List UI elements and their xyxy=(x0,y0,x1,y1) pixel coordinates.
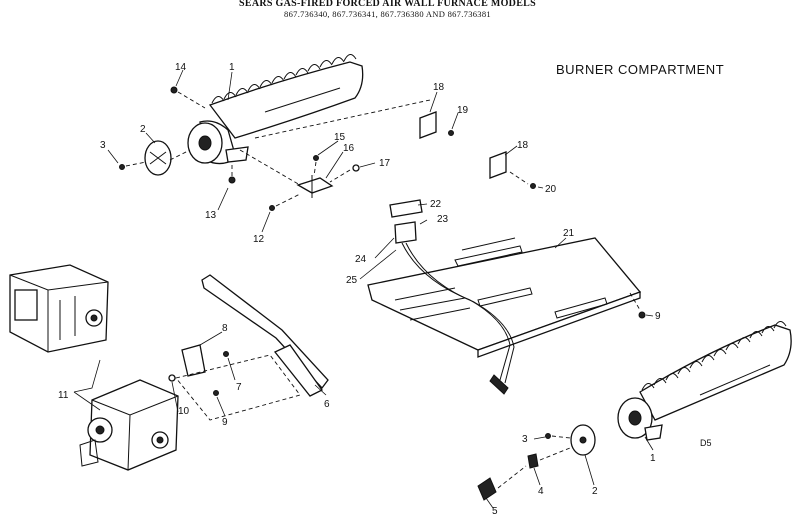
callout-20: 20 xyxy=(545,184,557,195)
callout-1-upper-burner: 1 xyxy=(229,62,235,73)
bracket-18-a xyxy=(419,111,437,139)
diagram-title: SEARS GAS-FIRED FORCED AIR WALL FURNACE … xyxy=(239,0,536,9)
callout-19: 19 xyxy=(457,105,469,116)
burner-plate xyxy=(367,237,642,358)
callout-3-upper: 3 xyxy=(100,140,106,151)
callout-5: 5 xyxy=(492,506,498,516)
callout-14: 14 xyxy=(175,62,187,73)
burner-orifice-plate xyxy=(144,140,172,176)
pilot-assembly xyxy=(389,199,515,395)
callout-11: 11 xyxy=(58,390,69,401)
callout-25: 25 xyxy=(346,275,358,286)
lower-burner xyxy=(617,321,792,441)
nut-13 xyxy=(228,176,236,184)
screw-9-left xyxy=(213,390,219,396)
callout-4: 4 xyxy=(538,486,544,497)
screw-9-right xyxy=(638,311,646,319)
model-numbers: 867.736340, 867.736341, 867.736380 AND 8… xyxy=(284,9,491,19)
screw-7 xyxy=(223,351,229,357)
clip-17 xyxy=(352,164,360,172)
lower-orifice-plate xyxy=(570,424,596,456)
callout-10: 10 xyxy=(178,406,190,417)
callout-17: 17 xyxy=(379,158,391,169)
orifice-4 xyxy=(527,453,539,469)
callout-2-upper: 2 xyxy=(140,124,146,135)
bracket-8 xyxy=(181,344,206,377)
callout-21: 21 xyxy=(563,228,575,239)
callout-7: 7 xyxy=(236,382,242,393)
callout-1-lower-burner: 1 xyxy=(650,453,656,464)
bracket-16 xyxy=(296,177,334,194)
callout-15: 15 xyxy=(334,132,346,143)
screw-3-bottom xyxy=(545,433,551,439)
callout-18-upper: 18 xyxy=(433,82,445,93)
gas-valve-bottom xyxy=(79,379,179,471)
callout-9-left: 9 xyxy=(222,417,228,428)
section-title: BURNER COMPARTMENT xyxy=(556,62,725,77)
screw-15 xyxy=(313,155,319,161)
callout-16: 16 xyxy=(343,143,355,154)
orifice-5 xyxy=(477,477,497,501)
nut-10 xyxy=(168,374,176,382)
callout-24: 24 xyxy=(355,254,367,265)
gas-valve-top xyxy=(9,264,109,353)
callout-13: 13 xyxy=(205,210,217,221)
screw-19 xyxy=(448,130,454,136)
screw-20 xyxy=(530,183,536,189)
screw-3-top xyxy=(119,164,125,170)
callout-2-lower: 2 xyxy=(592,486,598,497)
callout-3-lower: 3 xyxy=(522,434,528,445)
callout-22: 22 xyxy=(430,199,442,210)
callout-8: 8 xyxy=(222,323,228,334)
callout-9-right: 9 xyxy=(655,311,661,322)
callout-23: 23 xyxy=(437,214,449,225)
screw-14 xyxy=(170,86,178,94)
callout-18-lower: 18 xyxy=(517,140,529,151)
corner-code: D5 xyxy=(700,438,712,448)
upper-burner xyxy=(187,54,364,165)
callout-labels: 1 2 3 14 15 16 17 18 19 18 20 13 12 22 2… xyxy=(58,62,661,516)
bracket-18-b xyxy=(489,151,507,179)
screw-12 xyxy=(269,205,275,211)
callout-12: 12 xyxy=(253,234,265,245)
callout-6: 6 xyxy=(324,399,330,410)
